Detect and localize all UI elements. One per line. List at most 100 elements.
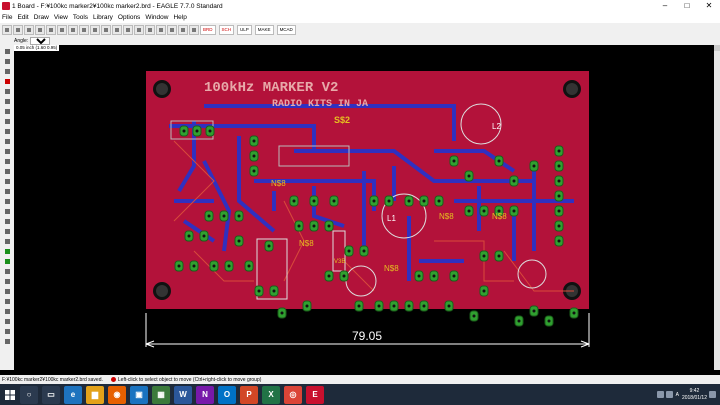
taskbar-edge-icon[interactable]: e [64,385,82,404]
palette-tool-icon[interactable] [3,297,12,306]
toolbar-tool-icon[interactable] [68,24,78,35]
palette-tool-icon[interactable] [3,287,12,296]
palette-tool-icon[interactable] [3,47,12,56]
palette-tool-icon[interactable] [3,277,12,286]
taskbar-eagle-icon[interactable]: E [306,385,324,404]
menu-tools[interactable]: Tools [72,14,89,21]
toolbar-tool-icon[interactable] [112,24,122,35]
palette-tool-icon[interactable] [3,127,12,136]
angle-select[interactable]: 90 [30,36,51,45]
taskbar-chrome-icon[interactable]: ◎ [284,385,302,404]
board-subtitle: RADIO KITS IN JA [272,99,368,110]
palette-tool-icon[interactable] [3,327,12,336]
taskbar-onenote-icon[interactable]: N [196,385,214,404]
toolbar-tool-icon[interactable] [79,24,89,35]
sch-button[interactable]: SCH [218,24,235,35]
menu-draw[interactable]: Draw [33,14,49,21]
palette-tool-icon[interactable] [3,227,12,236]
toolbar-tool-icon[interactable] [57,24,67,35]
toolbar-tool-icon[interactable] [13,24,23,35]
ime-indicator[interactable]: A [675,391,679,398]
palette-tool-icon[interactable] [3,77,12,86]
maximize-button[interactable]: □ [684,1,690,10]
palette-tool-icon[interactable] [3,197,12,206]
toolbar-tool-icon[interactable] [134,24,144,35]
ulp-button[interactable]: ULP [237,24,252,35]
taskbar-word-icon[interactable]: W [174,385,192,404]
palette-tool-icon[interactable] [3,67,12,76]
network-icon[interactable] [656,391,664,398]
mcad-button[interactable]: MCAD [276,24,296,35]
toolbar-tool-icon[interactable] [2,24,12,35]
taskbar-board-icon[interactable]: ▦ [152,385,170,404]
windows-start-icon[interactable] [0,384,20,405]
close-button[interactable]: ✕ [705,1,713,10]
volume-icon[interactable] [665,391,673,398]
toolbar-tool-icon[interactable] [167,24,177,35]
palette-tool-icon[interactable] [3,207,12,216]
toolbar-tool-icon[interactable] [101,24,111,35]
pcb-drill-hole [267,244,271,248]
toolbar-tool-icon[interactable] [35,24,45,35]
notification-icon[interactable] [709,391,716,398]
toolbar-tool-icon[interactable] [24,24,34,35]
net-label-n8-d: N$8 [439,212,454,221]
taskbar-firefox-icon[interactable]: ◉ [108,385,126,404]
palette-tool-icon[interactable] [3,237,12,246]
make-button[interactable]: MAKE [254,24,274,35]
pcb-drill-hole [182,129,186,133]
scroll-up-arrow-icon[interactable] [714,45,720,51]
palette-tool-icon[interactable] [3,267,12,276]
menu-view[interactable]: View [53,14,68,21]
clock[interactable]: 9:42 2018/01/12 [682,388,707,402]
palette-tool-icon[interactable] [3,117,12,126]
minimize-button[interactable]: – [662,1,668,10]
menu-file[interactable]: File [2,14,13,21]
palette-tool-icon[interactable] [3,157,12,166]
label-l2: L2 [492,122,501,131]
palette-tool-icon[interactable] [3,107,12,116]
palette-tool-icon[interactable] [3,307,12,316]
palette-tool-icon[interactable] [3,337,12,346]
toolbar-tool-icon[interactable] [189,24,199,35]
taskbar-store-icon[interactable]: ▣ [130,385,148,404]
palette-tool-icon[interactable] [3,317,12,326]
pcb-drill-hole [312,199,316,203]
palette-tool-icon[interactable] [3,187,12,196]
palette-tool-icon[interactable] [3,147,12,156]
taskbar-excel-icon[interactable]: X [262,385,280,404]
eagle-app-icon [2,2,10,10]
net-label-s2: S$2 [334,115,350,125]
toolbar-tool-icon[interactable] [46,24,56,35]
menu-window[interactable]: Window [145,14,169,21]
toolbar-tool-icon[interactable] [156,24,166,35]
toolbar-tool-icon[interactable] [178,24,188,35]
taskbar-search-icon[interactable]: ○ [20,385,38,404]
palette-tool-icon[interactable] [3,57,12,66]
taskbar-task-view-icon[interactable]: ▭ [42,385,60,404]
taskbar-outlook-icon[interactable]: O [218,385,236,404]
palette-tool-icon[interactable] [3,247,12,256]
toolbar-tool-icon[interactable] [123,24,133,35]
menu-options[interactable]: Options [117,14,141,21]
toolbar-tool-icon[interactable] [90,24,100,35]
menu-edit[interactable]: Edit [17,14,29,21]
palette-tool-icon[interactable] [3,97,12,106]
menu-help[interactable]: Help [173,14,187,21]
brd-button[interactable]: BRD [200,24,216,35]
taskbar-powerpoint-icon[interactable]: P [240,385,258,404]
taskbar-explorer-icon[interactable]: ▆ [86,385,104,404]
palette-tool-icon[interactable] [3,217,12,226]
stop-icon[interactable] [110,377,116,382]
palette-tool-icon[interactable] [3,137,12,146]
palette-tool-icon[interactable] [3,257,12,266]
palette-tool-icon[interactable] [3,167,12,176]
pcb-layout[interactable]: 79.05 100kHz MARKER V2 RADIO KITS IN JA … [14,51,714,370]
board-canvas[interactable]: 79.05 100kHz MARKER V2 RADIO KITS IN JA … [14,51,714,370]
palette-tool-icon[interactable] [3,177,12,186]
vertical-scrollbar[interactable] [714,45,720,370]
pcb-drill-hole [557,209,561,213]
menu-library[interactable]: Library [93,14,113,21]
palette-tool-icon[interactable] [3,87,12,96]
toolbar-tool-icon[interactable] [145,24,155,35]
